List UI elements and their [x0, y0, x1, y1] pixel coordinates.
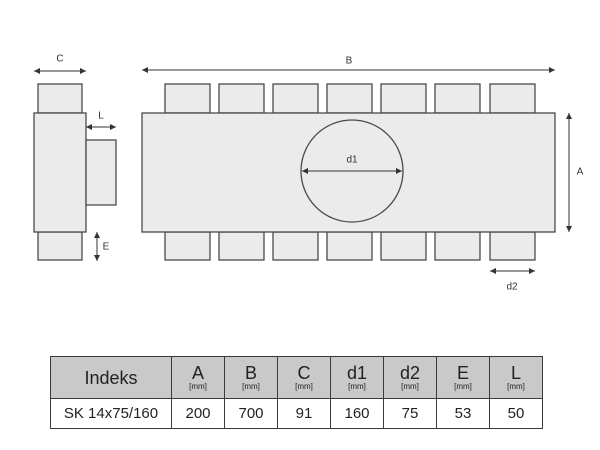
header-label: d2 [399, 363, 421, 383]
side-view: C L E [33, 54, 117, 261]
bottom-spigot [218, 231, 265, 261]
header-a: A [mm] [171, 356, 225, 399]
header-unit: [mm] [454, 382, 472, 391]
header-label: E [456, 363, 469, 383]
bottom-spigots [164, 231, 536, 261]
side-bottom-spigot [37, 231, 83, 261]
header-unit: [mm] [295, 382, 313, 391]
dimension-e-label: E [103, 242, 110, 253]
bottom-spigot [272, 231, 319, 261]
front-view: d1 B A d2 [141, 56, 584, 293]
dimension-c-label: C [56, 54, 63, 65]
bottom-spigot [434, 231, 481, 261]
header-unit: [mm] [348, 382, 366, 391]
dimension-d1-label: d1 [346, 155, 358, 166]
cell-b: 700 [224, 398, 278, 429]
header-label: B [244, 363, 257, 383]
table-row: SK 14x75/160 200 700 91 160 75 53 50 [50, 398, 543, 429]
top-spigot [380, 83, 427, 114]
header-unit: [mm] [401, 382, 419, 391]
dimension-a-label: A [577, 167, 584, 178]
cell-d1: 160 [330, 398, 384, 429]
top-spigots [164, 83, 536, 114]
dimension-d2-label: d2 [506, 282, 518, 293]
top-spigot [489, 83, 536, 114]
header-indeks: Indeks [50, 356, 172, 399]
side-top-spigot [37, 83, 83, 114]
cell-l: 50 [489, 398, 543, 429]
side-main-spigot [85, 139, 117, 206]
dimension-b-label: B [346, 56, 353, 67]
table-header-row: Indeks A [mm] B [mm] C [mm] d1 [mm] d2 [… [50, 356, 543, 399]
header-label: C [297, 363, 311, 383]
bottom-spigot [489, 231, 536, 261]
header-d2: d2 [mm] [383, 356, 437, 399]
dimension-table: Indeks A [mm] B [mm] C [mm] d1 [mm] d2 [… [50, 356, 543, 429]
top-spigot [218, 83, 265, 114]
cell-c: 91 [277, 398, 331, 429]
header-unit: [mm] [507, 382, 525, 391]
side-body [33, 112, 87, 233]
cell-e: 53 [436, 398, 490, 429]
top-spigot [434, 83, 481, 114]
bottom-spigot [326, 231, 373, 261]
header-label: L [510, 363, 521, 383]
top-spigot [272, 83, 319, 114]
header-d1: d1 [mm] [330, 356, 384, 399]
header-unit: [mm] [242, 382, 260, 391]
header-e: E [mm] [436, 356, 490, 399]
top-spigot [326, 83, 373, 114]
header-unit: [mm] [189, 382, 207, 391]
header-label: A [191, 363, 204, 383]
header-label: d1 [346, 363, 368, 383]
header-label: Indeks [84, 367, 138, 388]
cell-indeks: SK 14x75/160 [50, 398, 172, 429]
bottom-spigot [380, 231, 427, 261]
top-spigot [164, 83, 211, 114]
header-c: C [mm] [277, 356, 331, 399]
header-b: B [mm] [224, 356, 278, 399]
cell-d2: 75 [383, 398, 437, 429]
header-l: L [mm] [489, 356, 543, 399]
dimension-l-label: L [98, 111, 104, 122]
bottom-spigot [164, 231, 211, 261]
cell-a: 200 [171, 398, 225, 429]
